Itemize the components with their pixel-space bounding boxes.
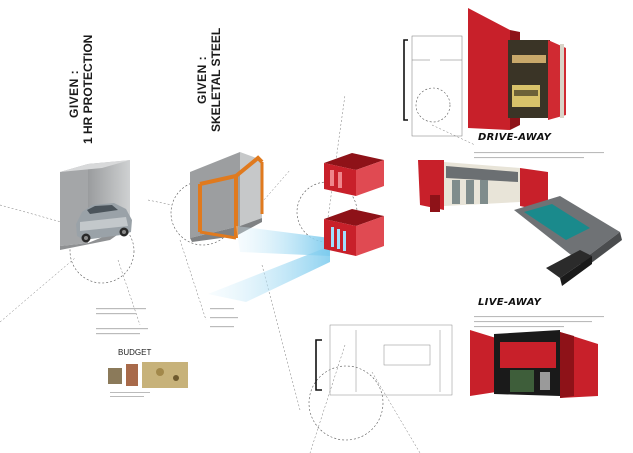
budget-title: BUDGET: [118, 348, 152, 357]
car-icon: [76, 203, 132, 243]
given-heading: GIVEN :: [195, 55, 209, 104]
illegible-note-lines: [96, 152, 604, 397]
section-title-live-away: LIVE-AWAY: [478, 297, 542, 308]
plan-drawing-top: [403, 35, 463, 137]
given-value-2: SKELETAL STEEL: [209, 28, 223, 132]
drive-away-render: [468, 8, 566, 130]
projection-beams: [208, 226, 330, 302]
given-value-text: 1 HR PROTECTION: [81, 34, 95, 144]
given-label-1: GIVEN :: [67, 70, 81, 118]
dashed-guide-lines: [0, 94, 476, 453]
given-value-1: 1 HR PROTECTION: [81, 35, 95, 144]
given-value-text: SKELETAL STEEL: [209, 27, 223, 132]
dashed-circles: [69, 87, 451, 441]
drive-away-exploded-view: [418, 160, 622, 286]
live-away-render: [470, 330, 598, 398]
plan-drawing-bottom: [315, 324, 453, 396]
given-heading: GIVEN :: [67, 69, 81, 118]
red-pavilion-top: [324, 153, 384, 196]
budget-illustration: [108, 362, 188, 388]
skeletal-steel-wall: [190, 152, 264, 242]
red-pavilion-bottom: [324, 209, 384, 256]
grey-wall-with-car: [60, 160, 132, 250]
given-label-2: GIVEN :: [195, 56, 209, 104]
section-title-drive-away: DRIVE-AWAY: [478, 132, 552, 143]
